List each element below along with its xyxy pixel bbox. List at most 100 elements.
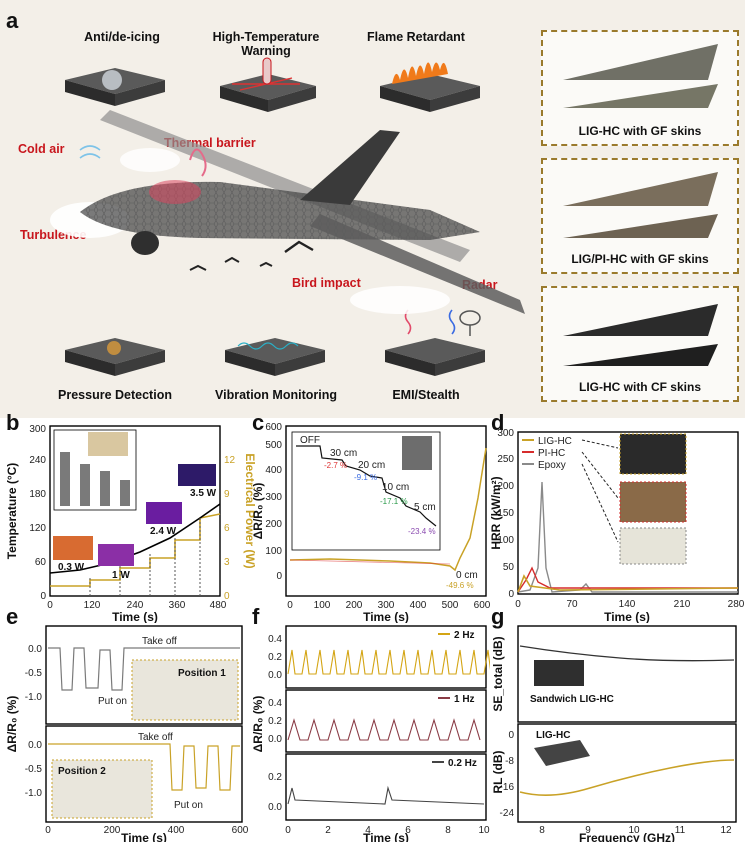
svg-text:500: 500 (442, 600, 459, 611)
chart-f-xlabel: Time (s) (363, 831, 409, 842)
svg-text:60: 60 (35, 557, 47, 568)
inset-label-20: 20 cm (358, 460, 385, 471)
chart-e-top-line (48, 647, 240, 691)
panel-label-g: g (491, 604, 505, 629)
svg-text:100: 100 (497, 535, 514, 546)
inset-label-off: OFF (300, 435, 320, 446)
e-top-position: Position 1 (178, 668, 226, 679)
inset-label-0: 0 cm (456, 570, 478, 581)
svg-text:-0.5: -0.5 (25, 764, 43, 775)
svg-text:400: 400 (265, 465, 282, 476)
chart-f-ylabel: ΔR/R₀ (%) (251, 696, 265, 753)
legend-2hz: 2 Hz (454, 630, 475, 641)
svg-text:200: 200 (104, 825, 121, 836)
svg-text:240: 240 (29, 455, 46, 466)
sample-box-3: LIG-HC with CF skins (541, 286, 739, 402)
svg-text:0: 0 (45, 825, 51, 836)
svg-text:10: 10 (628, 825, 640, 836)
g-top-label: Sandwich LIG-HC (530, 694, 614, 705)
chart-g-rl-line (519, 759, 735, 796)
cube-flame-retardant (380, 62, 480, 112)
svg-text:8: 8 (445, 825, 451, 836)
svg-text:2: 2 (325, 825, 331, 836)
legend-epoxy: Epoxy (538, 460, 566, 471)
svg-text:120: 120 (84, 600, 101, 611)
chart-f-02hz (287, 785, 485, 805)
feature-anti-deicing: Anti/de-icing (84, 30, 160, 44)
svg-text:600: 600 (232, 825, 249, 836)
chart-e-bottom-line (48, 743, 240, 791)
chart-b-xlabel: Time (s) (112, 610, 158, 623)
legend-lig: LIG-HC (538, 436, 572, 447)
svg-text:0: 0 (40, 591, 46, 602)
chart-c-xlabel: Time (s) (363, 610, 409, 623)
chart-d-lig (517, 574, 739, 593)
legend-pi: PI-HC (538, 448, 565, 459)
inset-label-10: 10 cm (382, 482, 409, 493)
svg-text:0.0: 0.0 (268, 802, 282, 813)
e-top-takeoff: Take off (142, 636, 177, 647)
svg-text:6: 6 (405, 825, 411, 836)
svg-text:0.0: 0.0 (268, 734, 282, 745)
svg-text:-16: -16 (500, 782, 515, 793)
svg-text:0: 0 (47, 600, 53, 611)
svg-text:11: 11 (675, 825, 686, 836)
chart-c-ylabel: ΔR/R₀ (%) (251, 483, 265, 540)
svg-text:240: 240 (127, 600, 144, 611)
svg-text:3: 3 (224, 557, 230, 568)
svg-text:600: 600 (265, 422, 282, 433)
svg-text:4: 4 (365, 825, 371, 836)
svg-text:0.2: 0.2 (268, 772, 282, 783)
chart-d-xlabel: Time (s) (604, 610, 650, 623)
svg-text:9: 9 (224, 489, 230, 500)
svg-text:-1.0: -1.0 (25, 788, 43, 799)
svg-text:0: 0 (515, 599, 521, 610)
svg-text:50: 50 (503, 562, 515, 573)
sample-image-3 (563, 304, 718, 366)
cube-emi (385, 309, 485, 376)
chart-e-ylabel: ΔR/R₀ (%) (5, 696, 19, 753)
svg-text:210: 210 (674, 599, 691, 610)
svg-text:0: 0 (276, 571, 282, 582)
panel-label-f: f (252, 604, 260, 629)
sample-label-1: LIG-HC with GF skins (578, 124, 702, 138)
svg-text:-24: -24 (500, 808, 515, 819)
chart-c-main-line (289, 447, 487, 572)
power-label-0: 0.3 W (58, 562, 85, 573)
feature-emi-stealth: EMI/Stealth (392, 388, 460, 402)
svg-text:280: 280 (728, 599, 745, 610)
svg-text:0.0: 0.0 (28, 644, 42, 655)
chart-d-ylabel: HRR (kW/m²) (490, 476, 503, 549)
svg-text:120: 120 (29, 523, 46, 534)
chart-f-2hz (287, 649, 490, 675)
svg-text:250: 250 (497, 454, 514, 465)
sample-box-1: LIG-HC with GF skins (541, 30, 739, 146)
svg-text:360: 360 (169, 600, 186, 611)
svg-text:200: 200 (346, 600, 363, 611)
inset-value-4: -23.4 % (408, 527, 436, 536)
chart-d-pi (517, 566, 738, 593)
svg-text:200: 200 (497, 481, 514, 492)
svg-text:500: 500 (265, 440, 282, 451)
svg-text:0.0: 0.0 (268, 670, 282, 681)
e-bottom-takeoff: Take off (138, 732, 173, 743)
panel-label-c: c (252, 410, 265, 435)
svg-text:400: 400 (168, 825, 185, 836)
chart-g-top-ylabel: SE_total (dB) (491, 636, 505, 711)
feature-vibration-monitoring: Vibration Monitoring (215, 388, 337, 402)
chart-b-ylabel-right: Electrical Power (W) (243, 453, 255, 568)
chart-g-bottom-ylabel: RL (dB) (491, 750, 505, 793)
feature-pressure-detection: Pressure Detection (58, 388, 172, 402)
chart-b-ylabel-left: Temperature (°C) (5, 463, 19, 560)
svg-text:0.0: 0.0 (28, 740, 42, 751)
svg-text:6: 6 (224, 523, 230, 534)
svg-text:0: 0 (224, 591, 230, 602)
svg-text:300: 300 (29, 424, 46, 435)
svg-text:600: 600 (474, 600, 490, 611)
chart-g-xlabel: Frequency (GHz) (579, 831, 675, 842)
svg-text:8: 8 (539, 825, 545, 836)
cube-high-temp (220, 57, 316, 112)
inset-label-30: 30 cm (330, 448, 357, 459)
svg-text:140: 140 (619, 599, 636, 610)
